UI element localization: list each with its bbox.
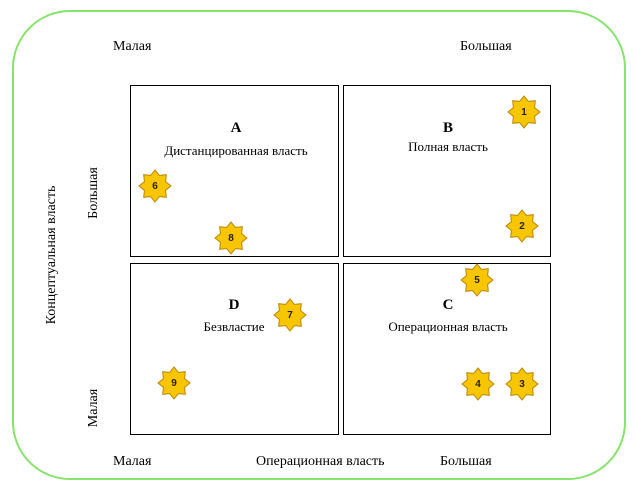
quadrant-b-name: Полная власть xyxy=(408,139,488,154)
quadrant-c-letter: C xyxy=(442,297,454,313)
star-badge-icon xyxy=(214,221,248,255)
badge-4: 4 xyxy=(461,367,495,401)
quadrant-d-letter: D xyxy=(228,297,240,313)
star-badge-icon xyxy=(138,169,172,203)
top-label-large: Большая xyxy=(460,39,512,54)
badge-8: 8 xyxy=(214,221,248,255)
badge-5: 5 xyxy=(460,263,494,297)
quadrant-b-letter: B xyxy=(442,120,454,136)
bottom-label-large: Большая xyxy=(440,454,492,469)
star-badge-icon xyxy=(273,298,307,332)
badge-2: 2 xyxy=(505,209,539,243)
badge-3: 3 xyxy=(505,367,539,401)
badge-9: 9 xyxy=(157,366,191,400)
bottom-axis-title: Операционная власть xyxy=(256,454,385,469)
star-badge-icon xyxy=(505,367,539,401)
quadrant-c-name: Операционная власть xyxy=(388,319,508,334)
star-badge-icon xyxy=(505,209,539,243)
quadrant-d: D Безвластие xyxy=(130,263,339,435)
star-badge-icon xyxy=(507,95,541,129)
star-badge-icon xyxy=(460,263,494,297)
quadrant-d-name: Безвластие xyxy=(203,319,265,334)
quadrant-a-letter: A xyxy=(230,120,242,136)
star-badge-icon xyxy=(157,366,191,400)
left-axis-title: Концептуальная власть xyxy=(44,185,59,325)
top-label-small: Малая xyxy=(113,39,152,54)
badge-7: 7 xyxy=(273,298,307,332)
badge-6: 6 xyxy=(138,169,172,203)
quadrant-c: C Операционная власть xyxy=(343,263,551,435)
star-badge-icon xyxy=(461,367,495,401)
badge-1: 1 xyxy=(507,95,541,129)
quadrant-a-name: Дистанцированная власть xyxy=(164,143,308,158)
bottom-label-small: Малая xyxy=(113,454,152,469)
outer-frame xyxy=(12,10,626,480)
left-label-small: Малая xyxy=(86,388,101,428)
left-label-large: Большая xyxy=(86,167,101,219)
